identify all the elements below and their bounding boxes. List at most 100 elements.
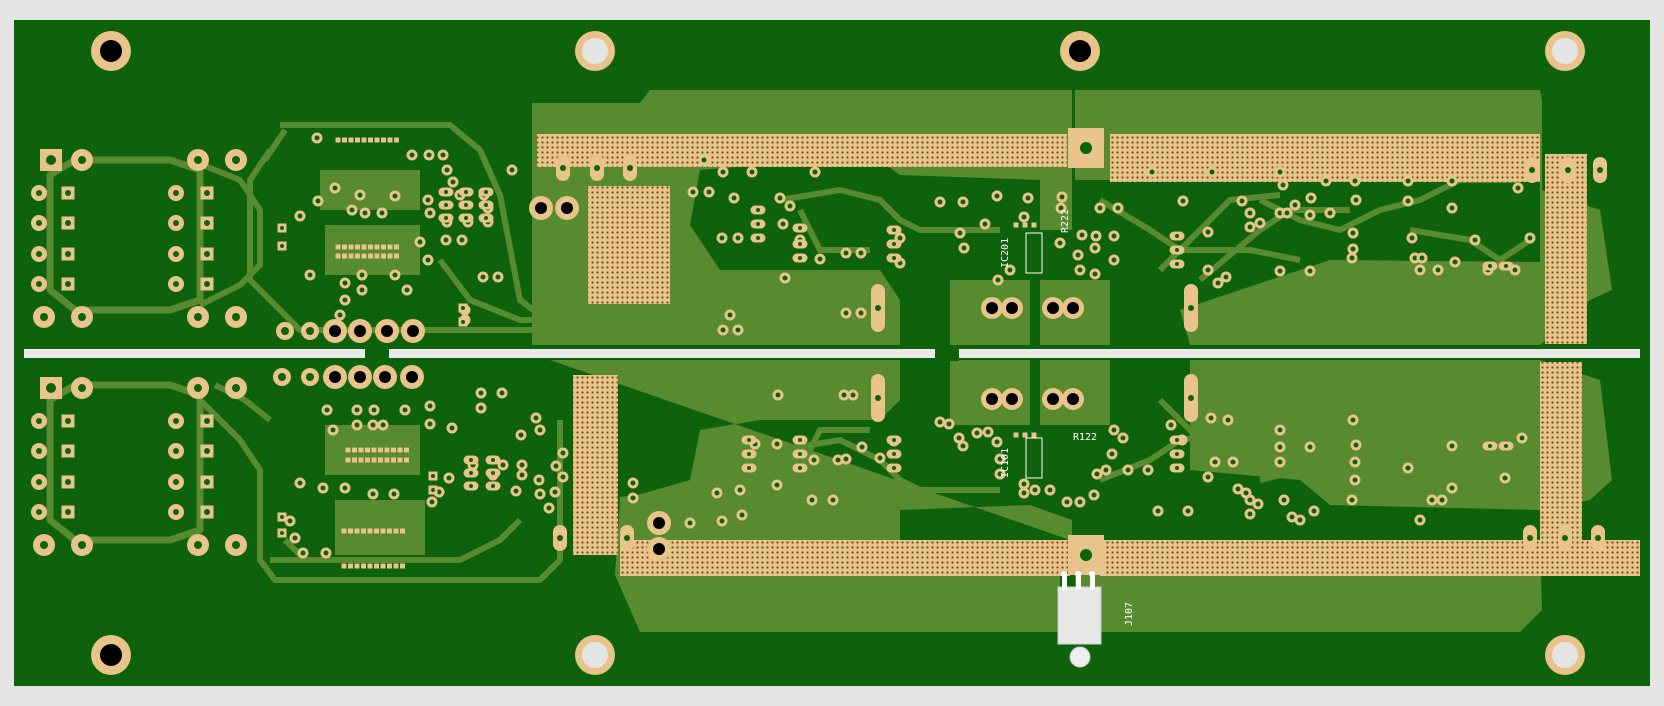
pad-hole (1277, 427, 1283, 433)
pad-hole (1067, 393, 1079, 405)
pad-hole (1188, 395, 1194, 401)
pad-hole (1080, 549, 1092, 561)
pad-hole (557, 535, 563, 541)
pad-hole (380, 422, 386, 428)
pad-hole (491, 484, 495, 488)
pad-hole (1350, 417, 1356, 423)
pad-hole (1021, 481, 1027, 487)
smd-pad (400, 563, 405, 569)
pad-hole (1007, 267, 1013, 273)
pad-hole (1092, 271, 1098, 277)
pad-hole (379, 371, 391, 383)
pad-hole (297, 480, 303, 486)
pad-hole (36, 251, 42, 257)
pad-hole (1175, 248, 1179, 252)
pad-hole (835, 457, 841, 463)
component-pads (31, 128, 1607, 575)
silkscreen-layer (1025, 232, 1043, 479)
smd-pad (361, 528, 366, 534)
smd-pad (352, 447, 357, 453)
pad-hole (404, 287, 410, 293)
smd-pad (391, 447, 396, 453)
pad-hole (536, 477, 542, 483)
pad-hole (46, 383, 56, 393)
pad-hole (756, 236, 760, 240)
pad-hole (960, 443, 966, 449)
pad-hole (552, 489, 558, 495)
smd-pad (374, 563, 379, 569)
pad-hole (78, 313, 86, 321)
pad-hole (78, 384, 86, 392)
pad-hole (402, 407, 408, 413)
pad-hole (809, 497, 815, 503)
j107-connector (1057, 571, 1102, 668)
pad-hole (427, 403, 433, 409)
pad-hole (417, 239, 423, 245)
pad-hole (40, 313, 48, 321)
pad-hole (1519, 435, 1525, 441)
pad-hole (892, 242, 896, 246)
pad-hole (459, 237, 465, 243)
pad-hole (484, 216, 488, 220)
pad-hole (756, 208, 760, 212)
pad-hole (774, 482, 780, 488)
smd-pad (355, 253, 360, 259)
pad-hole (1405, 198, 1411, 204)
pad-hole (1417, 517, 1423, 523)
pad-hole (624, 535, 630, 541)
pad-hole (446, 475, 452, 481)
pad-hole (1327, 210, 1333, 216)
pad-hole (40, 541, 48, 549)
smd-pad (394, 253, 399, 259)
pad-hole (280, 515, 284, 519)
pad-hole (1502, 475, 1508, 481)
smd-pad (345, 447, 351, 453)
pad-hole (204, 190, 210, 196)
pad-hole (735, 235, 741, 241)
smd-pad (367, 528, 373, 534)
pad-hole (332, 185, 338, 191)
smd-pad (341, 563, 347, 569)
pad-hole (1284, 210, 1290, 216)
pad-hole (392, 272, 398, 278)
pad-hole (1097, 205, 1103, 211)
pad-hole (461, 320, 465, 324)
pad-hole (714, 490, 720, 496)
smd-pad (361, 137, 367, 143)
pad-hole (1353, 442, 1359, 448)
pad-hole (1175, 234, 1179, 238)
pad-hole (36, 509, 42, 515)
smd-pad (387, 563, 392, 569)
pad-hole (537, 491, 543, 497)
pad-hole (719, 235, 725, 241)
pad-hole (1449, 443, 1455, 449)
smd-pad (404, 457, 409, 463)
pad-hole (1094, 471, 1100, 477)
smd-pad (345, 457, 351, 463)
smd-pad (374, 137, 380, 143)
pad-hole (843, 310, 849, 316)
ic101-outline (1025, 437, 1043, 479)
pad-hole (843, 250, 849, 256)
pad-hole (706, 189, 712, 195)
pad-hole (1349, 497, 1355, 503)
pad-hole (798, 256, 802, 260)
pad-hole (480, 274, 486, 280)
pad-hole (370, 491, 376, 497)
pad-hole (1079, 232, 1085, 238)
pad-hole (1091, 492, 1097, 498)
pad-hole (997, 471, 1003, 477)
smd-pad (1022, 222, 1028, 228)
pad-hole (960, 199, 966, 205)
pad-hole (1435, 267, 1441, 273)
pad-hole (65, 251, 71, 257)
pad-hole (1059, 194, 1065, 200)
pad-hole (974, 430, 980, 436)
pad-hole (1120, 435, 1126, 441)
pad-hole (513, 488, 519, 494)
pad-hole (1115, 205, 1121, 211)
pad-hole (1111, 427, 1117, 433)
smd-pad (354, 528, 360, 534)
